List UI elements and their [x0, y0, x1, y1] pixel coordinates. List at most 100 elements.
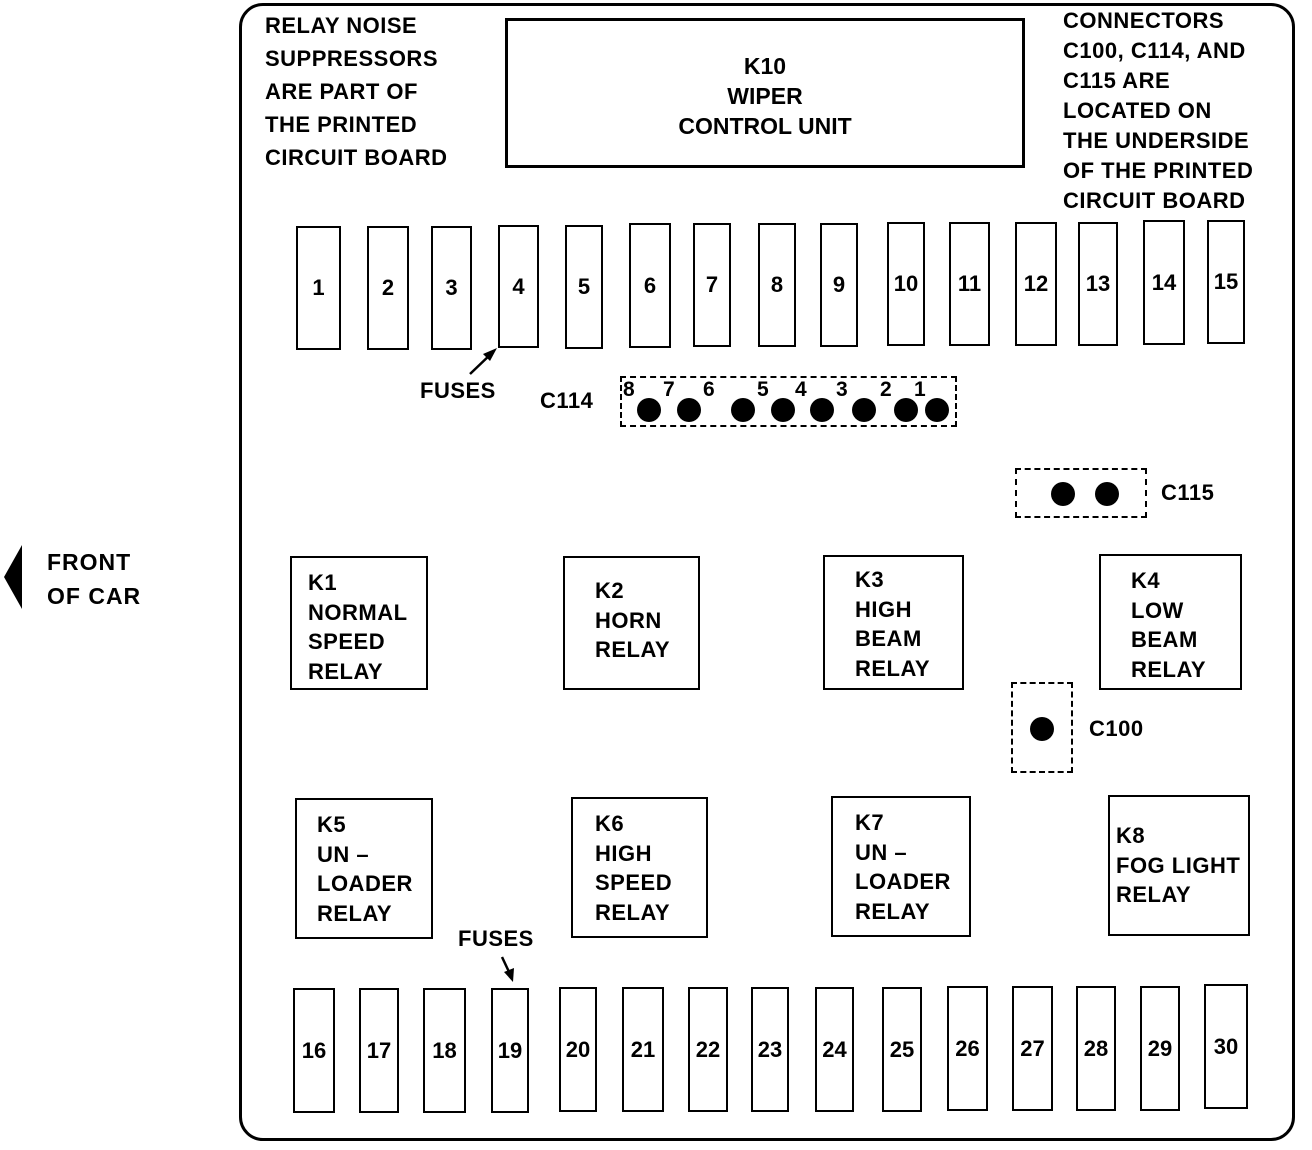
fuse-17[interactable]: 17: [359, 988, 399, 1113]
relay-id: K5: [317, 812, 347, 837]
relay-label-line: UN –: [855, 839, 908, 865]
fuse-number: 23: [757, 1036, 783, 1062]
fuse-28[interactable]: 28: [1076, 986, 1116, 1111]
c100-pin: [1030, 717, 1054, 741]
fuse-3[interactable]: 3: [431, 226, 472, 350]
fuse-number: 5: [577, 274, 591, 299]
relay-label-line: BEAM: [855, 626, 922, 651]
fuse-18[interactable]: 18: [423, 988, 466, 1113]
relay-label-line: LOADER: [317, 871, 413, 896]
fuse-10[interactable]: 10: [887, 222, 925, 346]
fuse-12[interactable]: 12: [1015, 222, 1057, 346]
fuse-16[interactable]: 16: [293, 988, 335, 1113]
c114-label: C114: [540, 388, 594, 413]
relay-id: K3: [855, 567, 885, 592]
front-of-car-line1: FRONT: [47, 549, 132, 575]
fuse-number: 8: [770, 272, 784, 297]
fuse-29[interactable]: 29: [1140, 986, 1180, 1111]
relay-id: K1: [308, 570, 338, 595]
fuse-number: 14: [1151, 269, 1177, 295]
c114-pin-number: 6: [703, 378, 715, 401]
c114-pin-8: [637, 398, 661, 422]
fuse-number: 18: [432, 1037, 457, 1063]
front-of-car-label: FRONT OF CAR: [47, 545, 141, 613]
relay-label-line: LOW: [1131, 597, 1184, 623]
fuse-26[interactable]: 26: [947, 986, 988, 1111]
fuse-9[interactable]: 9: [820, 223, 858, 347]
fuse-number: 12: [1023, 271, 1049, 296]
c114-connector[interactable]: [620, 376, 957, 427]
front-arrow-icon: [4, 545, 22, 609]
relay-label-line: RELAY: [1131, 656, 1207, 682]
fuse-number: 19: [497, 1037, 523, 1063]
relay-label-line: UN –: [317, 841, 370, 867]
k10-line3: CONTROL UNIT: [678, 113, 852, 139]
fuse-22[interactable]: 22: [688, 987, 728, 1112]
fuse-15[interactable]: 15: [1207, 220, 1245, 344]
fuse-number: 29: [1147, 1035, 1173, 1061]
fuse-number: 20: [565, 1036, 591, 1062]
fuse-19[interactable]: 19: [491, 988, 529, 1113]
relay-id: K7: [855, 810, 885, 835]
fuse-number: 22: [695, 1036, 721, 1062]
relay-label-line: NORMAL: [308, 599, 408, 625]
fuse-27[interactable]: 27: [1012, 986, 1053, 1111]
fuse-number: 21: [630, 1036, 656, 1062]
relay-id: K2: [595, 578, 625, 603]
c100-label: C100: [1089, 716, 1144, 741]
relay-label-line: LOADER: [855, 869, 951, 894]
c114-pin-3: [852, 398, 876, 422]
c114-pin-number: 2: [880, 378, 892, 401]
fuse-6[interactable]: 6: [629, 223, 671, 348]
fuse-number: 3: [445, 275, 458, 300]
k10-wiper-control-unit[interactable]: K10 WIPER CONTROL UNIT: [505, 18, 1025, 168]
fuse-25[interactable]: 25: [882, 987, 922, 1112]
fuse-14[interactable]: 14: [1143, 220, 1185, 345]
fuse-number: 2: [381, 275, 395, 300]
fuse-30[interactable]: 30: [1204, 984, 1248, 1109]
relay-label-line: SPEED: [595, 870, 673, 895]
relay-label-line: RELAY: [595, 899, 671, 925]
relay-label-line: HIGH: [855, 596, 912, 622]
c114-pin-number: 3: [836, 378, 848, 401]
fuse-number: 11: [957, 271, 982, 296]
fuse-7[interactable]: 7: [693, 223, 731, 347]
c114-pin-number: 1: [914, 378, 926, 401]
fuse-23[interactable]: 23: [751, 987, 789, 1112]
fuse-1[interactable]: 1: [296, 226, 341, 350]
c114-pin-7: [677, 398, 701, 422]
fuses-bottom-arrowhead: [504, 968, 514, 982]
relay-label-line: RELAY: [595, 637, 671, 662]
fuse-21[interactable]: 21: [622, 987, 664, 1112]
fuse-20[interactable]: 20: [559, 987, 597, 1112]
relay-label-line: HIGH: [595, 840, 652, 866]
c114-pin-number: 7: [663, 378, 675, 401]
fuse-24[interactable]: 24: [815, 987, 854, 1112]
fuse-8[interactable]: 8: [758, 223, 796, 347]
c115-connector[interactable]: [1015, 468, 1147, 518]
connectors-note: CONNECTORS C100, C114, AND C115 ARE LOCA…: [1063, 8, 1254, 213]
c115-label: C115: [1161, 480, 1215, 505]
relay-label-line: RELAY: [855, 655, 931, 681]
fuses-label-top: FUSES: [420, 378, 496, 403]
fuse-number: 6: [643, 272, 657, 298]
fuses-top-arrowhead: [483, 348, 497, 361]
c115-pin: [1095, 482, 1119, 506]
relay-label-line: BEAM: [1131, 627, 1198, 652]
fuse-4[interactable]: 4: [498, 225, 539, 348]
fuse-5[interactable]: 5: [565, 225, 603, 349]
fuse-number: 10: [893, 271, 919, 296]
fuse-13[interactable]: 13: [1078, 222, 1118, 346]
fuse-11[interactable]: 11: [949, 222, 990, 346]
c100-connector[interactable]: [1011, 682, 1073, 773]
fuse-2[interactable]: 2: [367, 226, 409, 350]
